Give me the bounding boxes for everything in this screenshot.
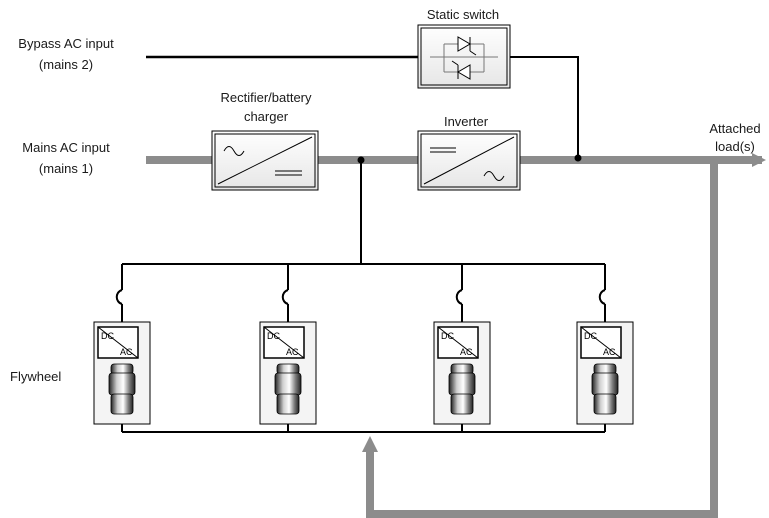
mains-input-sublabel: (mains 1) <box>39 161 93 176</box>
bypass-input-label: Bypass AC input <box>18 36 114 51</box>
fuse-icon <box>455 289 463 305</box>
flywheel-unit: DC AC <box>93 264 151 432</box>
dc-label: DC <box>441 331 454 341</box>
flywheel-units: DC AC DC AC DC AC DC AC <box>93 264 634 432</box>
rectifier-box <box>211 130 319 191</box>
static-switch-box <box>417 24 511 89</box>
dc-label: DC <box>584 331 597 341</box>
ac-label: AC <box>460 347 473 357</box>
dc-symbol-icon <box>430 147 456 153</box>
inverter-box <box>417 130 521 191</box>
flywheel-icon <box>591 363 619 415</box>
thyristor-icon <box>451 60 471 80</box>
ac-label: AC <box>286 347 299 357</box>
fuse-icon <box>281 289 289 305</box>
flywheel-icon <box>274 363 302 415</box>
ac-label: AC <box>120 347 133 357</box>
ac-label: AC <box>603 347 616 357</box>
ac-sine-icon <box>223 146 245 156</box>
ac-sine-icon <box>483 171 505 181</box>
flywheel-unit: DC AC <box>433 264 491 432</box>
flywheel-unit: DC AC <box>259 264 317 432</box>
rectifier-sublabel: charger <box>244 109 289 124</box>
mains-power-path <box>146 153 766 167</box>
static-switch-label: Static switch <box>427 7 499 22</box>
dc-symbol-icon <box>275 170 302 176</box>
flywheel-icon <box>448 363 476 415</box>
mains-input-label: Mains AC input <box>22 140 110 155</box>
bypass-input-sublabel: (mains 2) <box>39 57 93 72</box>
inverter-label: Inverter <box>444 114 489 129</box>
dc-label: DC <box>101 331 114 341</box>
flywheel-unit: DC AC <box>576 264 634 432</box>
thyristor-icon <box>457 36 477 56</box>
attached-load-sublabel: load(s) <box>715 139 755 154</box>
fuse-icon <box>115 289 123 305</box>
rectifier-label: Rectifier/battery <box>220 90 312 105</box>
dc-label: DC <box>267 331 280 341</box>
flywheel-icon <box>108 363 136 415</box>
attached-load-label: Attached <box>709 121 760 136</box>
fuse-icon <box>598 289 606 305</box>
dc-bus-tap <box>122 156 605 433</box>
flywheel-label: Flywheel <box>10 369 61 384</box>
bypass-line <box>146 55 582 162</box>
return-power-path <box>362 160 718 518</box>
